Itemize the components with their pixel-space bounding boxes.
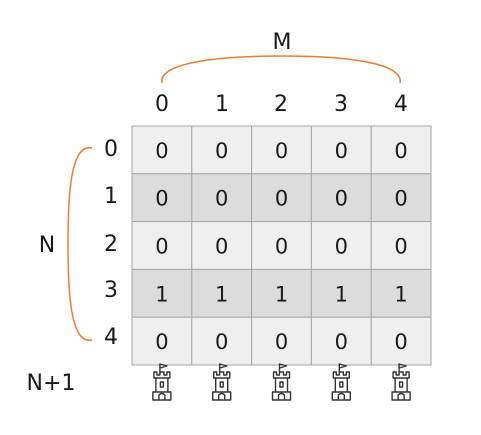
- grid-cell: [131, 125, 193, 175]
- grid-cell-value: 1: [394, 282, 407, 306]
- grid-cell-value: 1: [335, 282, 348, 306]
- castle-icon: [391, 363, 411, 401]
- grid-cell: [191, 221, 253, 270]
- grid-cell-value: 0: [155, 235, 168, 259]
- n-brace: [67, 147, 93, 341]
- grid-cell: [191, 268, 253, 318]
- castle-icon: [152, 363, 172, 401]
- grid-cell-value: 1: [275, 282, 288, 306]
- grid-cell: [251, 268, 312, 318]
- column-header: 0: [155, 92, 169, 117]
- grid-cell-value: 0: [215, 235, 228, 259]
- m-brace: [161, 55, 401, 84]
- grid-row: 0 0 0 0 0: [131, 173, 432, 223]
- grid-cell: [131, 316, 193, 366]
- grid-cell: [370, 316, 432, 366]
- grid-row: 0 0 0 0 0: [131, 221, 432, 270]
- grid-row: 0 0 0 0 0: [131, 316, 432, 366]
- grid-cell: [131, 268, 193, 318]
- castle-icon-shape: [391, 363, 411, 401]
- row-header: 1: [104, 184, 118, 209]
- grid: 0 0 0 0 0 0 0 0 0 0 0 0 0 0 0 1 1 1 1 1 0 0 0 0 0: [131, 125, 432, 366]
- n-plus-1-label: N+1: [27, 371, 76, 396]
- grid-cell: [191, 125, 253, 175]
- row-headers: 0 1 2 3 4: [104, 137, 118, 350]
- grid-cell-value: 0: [215, 187, 228, 211]
- grid-cell: [370, 268, 432, 318]
- grid-cell-value: 0: [335, 139, 348, 163]
- grid-cell-value: 0: [335, 235, 348, 259]
- column-header: 4: [394, 92, 408, 117]
- n-label: N: [39, 233, 55, 258]
- castle-icon: [331, 363, 351, 401]
- grid-cell-value: 0: [335, 187, 348, 211]
- grid-cell-value: 0: [155, 139, 168, 163]
- grid-cell-value: 1: [215, 282, 228, 306]
- grid-cell: [251, 125, 312, 175]
- grid-cell-value: 0: [275, 330, 288, 354]
- grid-cell-value: 0: [155, 187, 168, 211]
- castle-icon-shape: [152, 363, 172, 401]
- grid-cell: [251, 173, 312, 223]
- castle-icon-shape: [212, 363, 232, 401]
- grid-cell: [251, 316, 312, 366]
- grid-cell-value: 0: [275, 187, 288, 211]
- row-header: 0: [104, 137, 118, 162]
- grid-cell: [191, 316, 253, 366]
- grid-cell-value: 0: [394, 235, 407, 259]
- row-header: 2: [104, 232, 118, 257]
- grid-cell-value: 0: [394, 187, 407, 211]
- grid-row: 1 1 1 1 1: [131, 268, 432, 318]
- m-label: M: [273, 30, 292, 55]
- grid-row: 0 0 0 0 0: [131, 125, 432, 175]
- castle-icon-shape: [271, 363, 292, 401]
- grid-cell-value: 1: [155, 282, 168, 306]
- grid-cell-value: 0: [215, 330, 228, 354]
- grid-cell-value: 0: [335, 330, 348, 354]
- column-headers: 0 1 2 3 4: [155, 92, 408, 117]
- castle-row: [152, 363, 411, 401]
- castle-icon: [271, 363, 292, 401]
- grid-cell-value: 0: [215, 139, 228, 163]
- grid-cell-value: 0: [155, 330, 168, 354]
- grid-cell-value: 0: [275, 235, 288, 259]
- grid-cell: [370, 173, 432, 223]
- row-header: 3: [104, 278, 118, 303]
- grid-cell: [310, 221, 372, 270]
- castle-icon: [212, 363, 232, 401]
- grid-cell-value: 0: [394, 330, 407, 354]
- castle-icon-shape: [331, 363, 351, 401]
- grid-cell-value: 0: [394, 139, 407, 163]
- grid-cell: [310, 268, 372, 318]
- column-header: 3: [334, 92, 348, 117]
- column-header: 1: [215, 92, 229, 117]
- row-header: 4: [104, 325, 118, 350]
- column-header: 2: [274, 92, 288, 117]
- grid-cell: [131, 173, 193, 223]
- grid-cell-value: 0: [275, 139, 288, 163]
